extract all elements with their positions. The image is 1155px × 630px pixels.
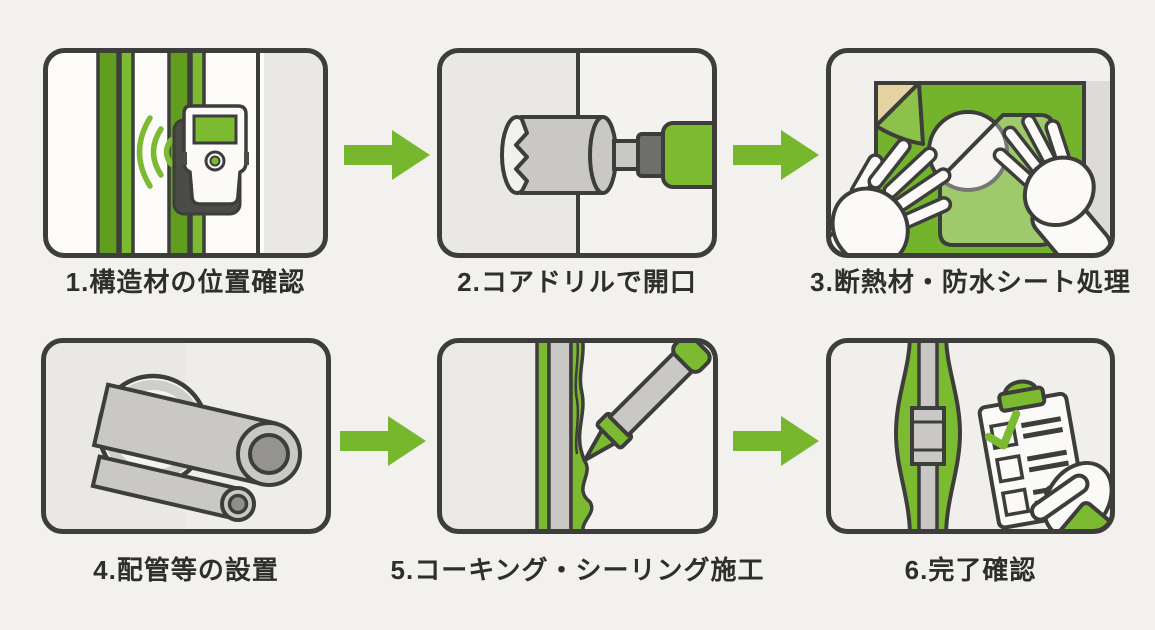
step-5-label: 5.コーキング・シーリング施工 [390, 554, 765, 585]
step-1-panel [43, 48, 328, 258]
arrow-icon [344, 126, 430, 189]
pipes-through-wall-icon [41, 338, 331, 534]
step-1-label: 1.構造材の位置確認 [65, 266, 306, 297]
inspector-hand [1029, 460, 1113, 532]
step-3-panel [826, 48, 1115, 258]
arrow-icon [340, 412, 426, 475]
step-2-panel [437, 48, 717, 258]
arrow-icon [733, 126, 819, 189]
step-6-label: 6.完了確認 [904, 554, 1037, 585]
sheet-hands-icon [826, 48, 1115, 258]
stud-finder-icon [43, 48, 328, 258]
step-4-label: 4.配管等の設置 [93, 554, 279, 585]
step-6-panel [826, 338, 1115, 534]
step-3-label: 3.断熱材・防水シート処理 [810, 266, 1131, 297]
caulking-gun-icon [437, 338, 718, 534]
step-2-label: 2.コアドリルで開口 [457, 266, 697, 297]
arrow-icon [733, 412, 819, 475]
right-hand [992, 113, 1113, 256]
core-drill-icon [437, 48, 717, 258]
checklist-hand-icon [826, 338, 1115, 534]
step-5-panel [437, 338, 718, 534]
step-4-panel [41, 338, 331, 534]
left-hand [828, 137, 953, 256]
